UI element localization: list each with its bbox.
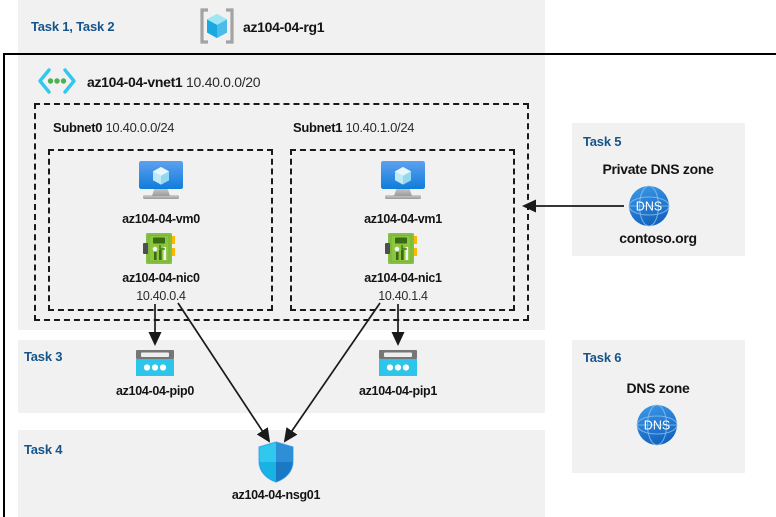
task4-label: Task 4 bbox=[24, 442, 63, 457]
task1-task2-panel bbox=[18, 0, 545, 53]
nic1-ip: 10.40.1.4 bbox=[378, 289, 428, 303]
nic0-name: az104-04-nic0 bbox=[122, 271, 200, 285]
subnet0-name: Subnet0 bbox=[53, 120, 103, 135]
private-dns-zone-name: contoso.org bbox=[619, 230, 697, 246]
subnet1-name: Subnet1 bbox=[293, 120, 343, 135]
private-dns-zone-heading: Private DNS zone bbox=[602, 161, 714, 177]
dns-icon-text: DNS bbox=[644, 419, 670, 433]
virtual-network-icon bbox=[36, 67, 78, 95]
resource-group-icon bbox=[197, 6, 237, 46]
dns-zone-heading: DNS zone bbox=[626, 380, 690, 396]
vnet-header: az104-04-vnet1 10.40.0.0/20 bbox=[87, 74, 261, 90]
public-ip-address-icon bbox=[134, 348, 176, 380]
subnet1-box bbox=[290, 149, 515, 311]
subnet0-box bbox=[48, 149, 273, 311]
nic1-name: az104-04-nic1 bbox=[364, 271, 442, 285]
task6-label: Task 6 bbox=[583, 350, 622, 365]
pip1-name: az104-04-pip1 bbox=[358, 384, 438, 398]
network-security-group-icon bbox=[256, 440, 296, 484]
subnet0-header: Subnet0 10.40.0.0/24 bbox=[53, 120, 174, 135]
vnet-name: az104-04-vnet1 bbox=[87, 74, 183, 90]
network-interface-icon bbox=[384, 231, 422, 267]
dns-zone-icon: DNS bbox=[634, 402, 680, 448]
task5-label: Task 5 bbox=[583, 134, 622, 149]
vnet-box bbox=[3, 53, 776, 517]
dns-zone-icon: DNS bbox=[626, 183, 672, 229]
resource-group-name: az104-04-rg1 bbox=[243, 19, 325, 35]
virtual-machine-icon bbox=[372, 157, 434, 207]
subnet1-cidr: 10.40.1.0/24 bbox=[345, 120, 415, 135]
nsg-name: az104-04-nsg01 bbox=[231, 488, 321, 502]
vm1-name: az104-04-vm1 bbox=[364, 212, 442, 226]
dns-icon-text: DNS bbox=[636, 200, 662, 214]
network-interface-icon bbox=[142, 231, 180, 267]
task3-label: Task 3 bbox=[24, 349, 63, 364]
subnet0-cidr: 10.40.0.0/24 bbox=[105, 120, 175, 135]
public-ip-address-icon bbox=[377, 348, 419, 380]
vnet-panel bbox=[18, 55, 545, 330]
nic0-ip: 10.40.0.4 bbox=[136, 289, 186, 303]
virtual-machine-icon bbox=[130, 157, 192, 207]
pip0-name: az104-04-pip0 bbox=[115, 384, 195, 398]
task3-panel bbox=[18, 340, 545, 413]
subnet1-header: Subnet1 10.40.1.0/24 bbox=[293, 120, 414, 135]
vm0-name: az104-04-vm0 bbox=[122, 212, 200, 226]
vnet-cidr: 10.40.0.0/20 bbox=[186, 74, 261, 90]
task1-task2-label: Task 1, Task 2 bbox=[31, 19, 115, 34]
